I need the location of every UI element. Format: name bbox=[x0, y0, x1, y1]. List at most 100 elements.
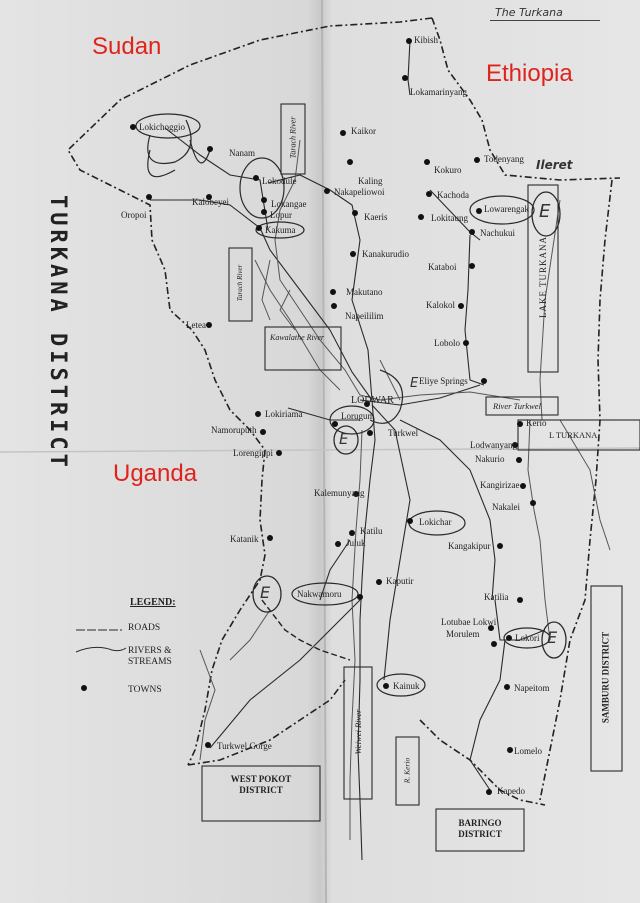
town-label-kataboi: Kataboi bbox=[428, 262, 457, 272]
legend-rivers-label: RIVERS & STREAMS bbox=[128, 646, 172, 667]
town-label-lokiriama: Lokiriama bbox=[265, 409, 303, 419]
town-label-napeililim: Napeililim bbox=[345, 311, 384, 321]
town-label-lokangae: Lokangae bbox=[271, 199, 307, 209]
town-label-kangakipur: Kangakipur bbox=[448, 541, 491, 551]
town-label-katilia: Katilia bbox=[484, 592, 509, 602]
town-label-lorugum: Lorugum bbox=[341, 411, 375, 421]
town-label-katilu: Katilu bbox=[360, 526, 383, 536]
legend-towns-label: TOWNS bbox=[128, 685, 162, 695]
hand-drawn-circles bbox=[135, 113, 551, 697]
town-label-nanam: Nanam bbox=[229, 148, 255, 158]
river-label-weiwei: Weiwei River bbox=[353, 709, 363, 755]
town-label-turkwel: Turkwel bbox=[388, 428, 419, 438]
lake-label-l-turkana: L TURKANA bbox=[549, 430, 598, 440]
town-label-kaeris: Kaeris bbox=[364, 212, 388, 222]
town-label-lodwar: LODWAR bbox=[351, 395, 394, 406]
lake-label-turkana: LAKE TURKANA bbox=[538, 235, 548, 319]
legend-title: LEGEND: bbox=[130, 597, 176, 608]
river-label-tarach-1: Tarach River bbox=[288, 116, 298, 159]
river-label-tarach-2: Tarach River bbox=[236, 264, 244, 302]
town-label-napeitom: Napeitom bbox=[514, 683, 550, 693]
handwritten-e-mark: E bbox=[410, 376, 419, 391]
town-label-lomelo: Lomelo bbox=[514, 746, 542, 756]
river-label-kawalathe: Kawalathe River bbox=[270, 332, 338, 343]
town-label-kalemunyang: Kalemunyang bbox=[314, 488, 365, 498]
town-label-kakuma: Kakuma bbox=[265, 225, 296, 235]
district-label-samburu: SAMBURU DISTRICT bbox=[600, 631, 611, 724]
town-label-morulem: Morulem bbox=[446, 629, 480, 639]
town-label-turkwel-gorge: Turkwel Gorge bbox=[217, 741, 272, 751]
town-label-kangirizae: Kangirizae bbox=[480, 480, 520, 490]
district-boundary-ethiopia bbox=[431, 17, 621, 181]
fold-crease-vertical bbox=[321, 0, 327, 903]
town-label-juluk: Juluk bbox=[346, 538, 366, 548]
handwritten-e-mark: E bbox=[547, 628, 558, 647]
town-label-nakwamoru: Nakwamoru bbox=[297, 589, 342, 599]
district-boundary-south bbox=[187, 679, 346, 766]
town-label-kanakurudio: Kanakurudio bbox=[362, 249, 409, 259]
town-label-lodwanyang: Lodwanyang bbox=[470, 440, 517, 450]
town-label-lokodule: Lokodule bbox=[262, 176, 297, 186]
handwritten-e-mark: E bbox=[260, 583, 271, 602]
district-label-baringo: BARINGO DISTRICT bbox=[458, 818, 502, 839]
town-label-oropoi: Oropoi bbox=[121, 210, 147, 220]
town-label-lokichar: Lokichar bbox=[419, 517, 452, 527]
town-label-namoruputh: Namoruputh bbox=[211, 425, 257, 435]
legend-symbols bbox=[75, 629, 127, 691]
town-label-lokori: Lokori bbox=[515, 633, 540, 643]
rivers bbox=[199, 139, 611, 840]
vertical-title: TURKANA DISTRICT bbox=[45, 195, 70, 471]
town-label-todenyang: Todenyang bbox=[484, 154, 524, 164]
country-label-ethiopia: Ethiopia bbox=[486, 60, 573, 87]
header-note: The Turkana bbox=[495, 6, 563, 19]
district-boundary-baringo bbox=[419, 719, 546, 806]
town-label-nakapeliowoi: Nakapeliowoi bbox=[334, 187, 385, 197]
town-label-nakalei: Nakalei bbox=[492, 502, 520, 512]
town-label-kapedo: Kapedo bbox=[497, 786, 525, 796]
country-label-sudan: Sudan bbox=[92, 33, 162, 60]
town-label-kaling: Kaling bbox=[358, 176, 383, 186]
handwritten-e-mark: E bbox=[339, 430, 349, 448]
town-label-kachoda: Kachoda bbox=[437, 190, 469, 200]
district-boundary-pokot bbox=[261, 599, 351, 661]
town-label-lobolo: Lobolo bbox=[434, 338, 460, 348]
town-label-nachukui: Nachukui bbox=[480, 228, 515, 238]
handwritten-e-mark: E bbox=[539, 201, 551, 222]
district-boundary-east bbox=[539, 179, 613, 801]
town-label-kerio: Kerio bbox=[526, 418, 547, 428]
district-boundary bbox=[66, 17, 433, 766]
town-dots bbox=[130, 38, 536, 795]
town-label-lotubae-lokwi: Lotubae Lokwi bbox=[441, 617, 497, 627]
town-label-kalobeyei: Kalobeyei bbox=[192, 197, 229, 207]
town-label-kainuk: Kainuk bbox=[393, 681, 420, 691]
town-label-kalokol: Kalokol bbox=[426, 300, 455, 310]
town-label-lopur: Lopur bbox=[270, 210, 292, 220]
town-label-katanik: Katanik bbox=[230, 534, 259, 544]
town-label-lowarengak: Lowarengak bbox=[484, 204, 529, 214]
town-label-kaputir: Kaputir bbox=[386, 576, 414, 586]
district-label-west-pokot: WEST POKOT DISTRICT bbox=[230, 774, 292, 795]
river-label-kerio: R. Kerio bbox=[402, 757, 412, 784]
fold-crease-horizontal bbox=[0, 447, 640, 453]
town-label-kokuro: Kokuro bbox=[434, 165, 462, 175]
town-label-lorengippi: Lorengippi bbox=[233, 448, 273, 458]
town-label-kaikor: Kaikor bbox=[351, 126, 376, 136]
town-label-lokamarinyang: Lokamarinyang bbox=[410, 87, 467, 97]
town-label-makutano: Makutano bbox=[346, 287, 383, 297]
river-label-turkwel: River Turkwel bbox=[493, 401, 541, 411]
header-note-box bbox=[490, 2, 600, 21]
town-label-lokitaung: Lokitaung bbox=[431, 213, 468, 223]
town-label-kibish: Kibish bbox=[414, 35, 439, 45]
river-label-kawalathe-text: Kawalathe River bbox=[270, 333, 324, 342]
country-label-uganda: Uganda bbox=[113, 460, 198, 487]
legend-roads-label: ROADS bbox=[128, 623, 161, 633]
label-boxes bbox=[201, 103, 640, 852]
town-label-lokichoggio: Lokichoggio bbox=[139, 122, 185, 132]
handwritten-ileret: Ileret bbox=[536, 158, 573, 172]
town-label-eliye-springs: Eliye Springs bbox=[419, 376, 468, 386]
e-mark-circles bbox=[252, 191, 567, 659]
town-label-letea: Letea bbox=[186, 320, 206, 330]
town-label-nakurio: Nakurio bbox=[475, 454, 505, 464]
